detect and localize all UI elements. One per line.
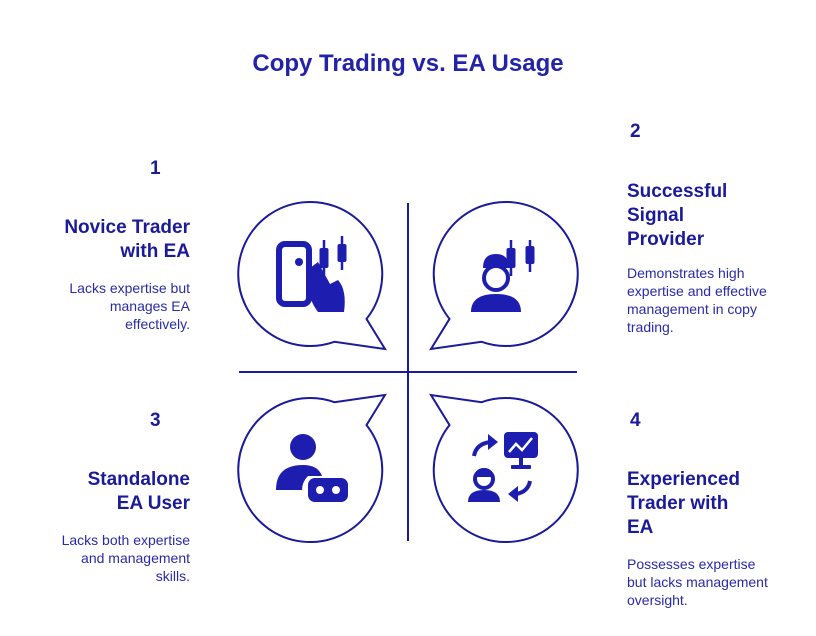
quadrant-4-heading: Experienced Trader with EA bbox=[627, 468, 740, 540]
quadrant-2-description: Demonstrates high expertise and effectiv… bbox=[627, 264, 767, 336]
description-line: skills. bbox=[155, 568, 190, 584]
heading-line: Trader with bbox=[627, 493, 729, 514]
heading-line: Experienced bbox=[627, 469, 740, 490]
diagram-title: Copy Trading vs. EA Usage bbox=[252, 50, 564, 77]
trader-chart-arrows-icon bbox=[468, 432, 538, 502]
description-line: oversight. bbox=[627, 592, 688, 608]
description-line: effectively. bbox=[125, 316, 190, 332]
tablet-candlestick-hand-icon bbox=[276, 236, 347, 312]
quadrant-4-number: 4 bbox=[630, 410, 641, 431]
description-line: but lacks management bbox=[627, 574, 768, 590]
user-robot-icon bbox=[276, 434, 348, 502]
description-line: expertise and effective bbox=[627, 283, 767, 299]
heading-line: Novice Trader bbox=[64, 217, 190, 238]
description-line: Demonstrates high bbox=[627, 265, 745, 281]
heading-line: Successful bbox=[627, 181, 728, 202]
description-line: and management bbox=[81, 550, 190, 566]
trader-candlestick-icon bbox=[471, 240, 535, 312]
description-line: Lacks both expertise bbox=[61, 532, 190, 548]
quadrant-1-description: Lacks expertise but manages EA effective… bbox=[69, 279, 190, 333]
heading-line: EA bbox=[627, 517, 654, 538]
heading-line: Standalone bbox=[87, 469, 190, 490]
quadrant-3-description: Lacks both expertise and management skil… bbox=[62, 531, 190, 585]
quadrant-1-heading: Novice Trader with EA bbox=[64, 216, 190, 264]
quadrant-2-number: 2 bbox=[630, 121, 641, 142]
quadrant-2-heading: Successful Signal Provider bbox=[627, 180, 727, 252]
quadrant-4-description: Possesses expertise but lacks management… bbox=[627, 555, 768, 609]
heading-line: Provider bbox=[627, 229, 705, 250]
heading-line: EA User bbox=[116, 493, 190, 514]
quadrant-3-heading: Standalone EA User bbox=[88, 468, 190, 516]
description-line: manages EA bbox=[109, 298, 190, 314]
description-line: Lacks expertise but bbox=[69, 280, 190, 296]
quadrant-1-number: 1 bbox=[150, 158, 161, 179]
heading-line: Signal bbox=[627, 205, 685, 226]
speech-bubble-4 bbox=[429, 393, 579, 544]
description-line: management in copy bbox=[627, 301, 757, 317]
description-line: trading. bbox=[627, 319, 674, 335]
heading-line: with EA bbox=[120, 241, 190, 262]
description-line: Possesses expertise bbox=[627, 556, 756, 572]
quadrant-3-number: 3 bbox=[150, 410, 161, 431]
